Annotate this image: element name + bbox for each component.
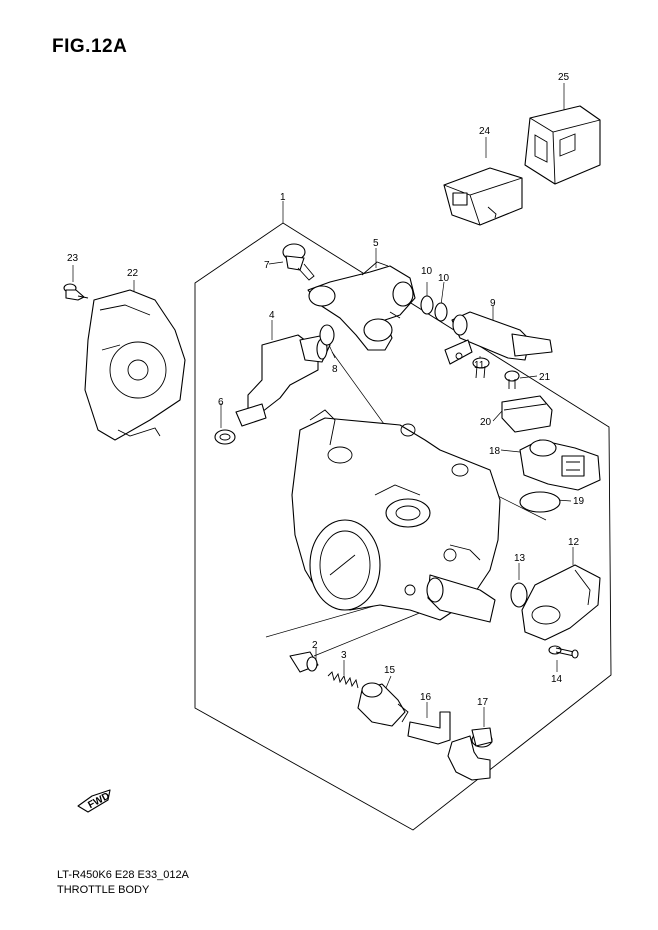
assembly-frame bbox=[194, 222, 612, 831]
callout-15: 15 bbox=[384, 665, 396, 676]
part-15-valve bbox=[357, 682, 409, 727]
part-5-air-joint bbox=[307, 261, 416, 351]
part-10-o-ring-a bbox=[420, 295, 434, 315]
part-24-connector bbox=[443, 167, 523, 226]
callout-25: 25 bbox=[558, 72, 570, 83]
part-9-valve bbox=[444, 311, 553, 365]
part-4-injector bbox=[235, 334, 331, 427]
callout-5: 5 bbox=[373, 238, 379, 249]
callout-18: 18 bbox=[489, 446, 501, 457]
callout-21: 21 bbox=[539, 372, 551, 383]
callout-10a: 10 bbox=[421, 266, 433, 277]
callout-8: 8 bbox=[332, 364, 338, 375]
part-19-o-ring bbox=[519, 491, 561, 513]
callout-23: 23 bbox=[67, 253, 79, 264]
part-3-spring bbox=[327, 671, 359, 689]
part-8-o-ring bbox=[319, 324, 335, 346]
part-2-plunger bbox=[289, 651, 319, 673]
callout-1: 1 bbox=[280, 192, 286, 203]
part-7-screw bbox=[282, 243, 315, 281]
part-23-screw bbox=[63, 283, 89, 301]
callout-6: 6 bbox=[218, 397, 224, 408]
throttle-body-main bbox=[291, 409, 501, 623]
callout-19: 19 bbox=[573, 496, 585, 507]
model-code: LT-R450K6 E28 E33_012A bbox=[57, 869, 189, 881]
part-22-throttle-cover bbox=[84, 289, 186, 441]
callout-22: 22 bbox=[127, 268, 139, 279]
part-16-hose bbox=[407, 711, 451, 745]
forward-arrow-icon: FWD bbox=[77, 789, 112, 813]
part-11-screw bbox=[472, 357, 490, 379]
callout-12: 12 bbox=[568, 537, 580, 548]
part-17-elbow bbox=[447, 727, 493, 781]
figure-title: FIG.12A bbox=[52, 36, 128, 57]
callout-13: 13 bbox=[514, 553, 526, 564]
callout-9: 9 bbox=[490, 298, 496, 309]
part-18-sensor bbox=[519, 439, 601, 491]
callout-14: 14 bbox=[551, 674, 563, 685]
diagram-subtitle: THROTTLE BODY bbox=[57, 884, 150, 896]
callout-16: 16 bbox=[420, 692, 432, 703]
callout-17: 17 bbox=[477, 697, 489, 708]
part-12-sensor bbox=[521, 564, 601, 641]
forward-arrow-label: FWD bbox=[86, 791, 111, 811]
callout-3: 3 bbox=[341, 650, 347, 661]
callout-7: 7 bbox=[264, 260, 270, 271]
part-20-bracket bbox=[501, 395, 553, 433]
part-21-screw bbox=[504, 370, 520, 389]
callout-4: 4 bbox=[269, 310, 275, 321]
callout-labels: 1 2 3 4 5 6 7 8 9 10 10 11 12 13 14 15 1… bbox=[67, 72, 585, 708]
part-6-o-ring bbox=[214, 429, 236, 445]
callout-24: 24 bbox=[479, 126, 491, 137]
callout-10b: 10 bbox=[438, 273, 450, 284]
callout-11: 11 bbox=[474, 360, 485, 371]
part-13-o-ring bbox=[510, 582, 528, 608]
part-10-o-ring-b bbox=[434, 302, 448, 322]
part-25-connector-cover bbox=[524, 105, 601, 185]
callout-20: 20 bbox=[480, 417, 492, 428]
callout-2: 2 bbox=[312, 640, 318, 651]
part-14-screw bbox=[548, 645, 579, 659]
